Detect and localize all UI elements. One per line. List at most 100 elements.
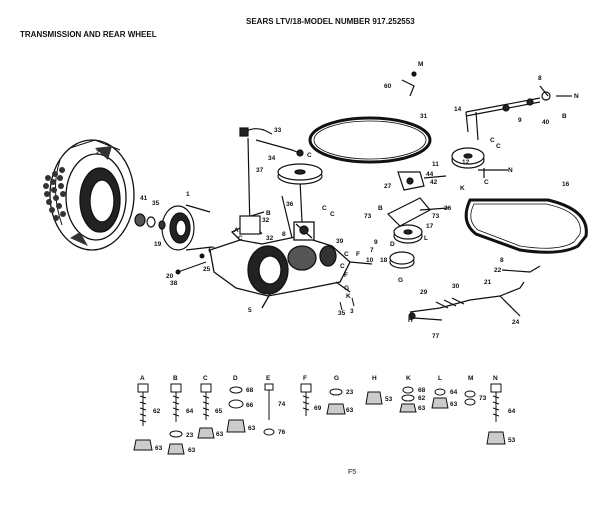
legend-letter-c: C bbox=[203, 375, 208, 382]
legend-h-part1: 53 bbox=[385, 396, 393, 403]
bracket-27 bbox=[397, 171, 447, 191]
rear-hub-assembly bbox=[134, 204, 213, 251]
callout-b-clutch: B bbox=[378, 205, 383, 212]
legend-l-part2: 63 bbox=[450, 401, 458, 408]
callout-20: 20 bbox=[166, 273, 174, 280]
callout-14: 14 bbox=[454, 106, 462, 113]
legend-k-part1: 68 bbox=[418, 387, 426, 394]
callout-26: 26 bbox=[444, 205, 452, 212]
hardware-c bbox=[197, 383, 215, 439]
legend-m-part1: 73 bbox=[479, 395, 487, 402]
legend-letter-h: H bbox=[372, 375, 377, 382]
hardware-g bbox=[326, 388, 346, 415]
legend-letter-m: M bbox=[468, 375, 473, 382]
hardware-n bbox=[486, 383, 506, 445]
callout-c-right: C bbox=[344, 251, 349, 258]
callout-25: 25 bbox=[203, 266, 211, 273]
callout-1: 1 bbox=[186, 191, 190, 198]
hardware-legend bbox=[133, 383, 506, 455]
rear-wheel-tire bbox=[49, 139, 135, 251]
callout-27: 27 bbox=[384, 183, 392, 190]
legend-letter-f: F bbox=[303, 375, 307, 382]
callout-21: 21 bbox=[484, 279, 492, 286]
belt-16 bbox=[464, 198, 588, 254]
callout-9b: 9 bbox=[374, 239, 378, 246]
callout-18: 18 bbox=[380, 257, 388, 264]
legend-n-part1: 64 bbox=[508, 408, 516, 415]
callout-c-top: C bbox=[307, 152, 312, 159]
legend-b-part2: 23 bbox=[186, 432, 194, 439]
hardware-l bbox=[431, 388, 449, 409]
callout-38: 38 bbox=[170, 280, 178, 287]
callout-32b: 32 bbox=[266, 235, 274, 242]
callout-17: 17 bbox=[426, 223, 434, 230]
callout-f: F bbox=[356, 251, 360, 258]
legend-letter-d: D bbox=[233, 375, 238, 382]
callout-8-right: 8 bbox=[538, 75, 542, 82]
legend-d-part3: 63 bbox=[248, 425, 256, 432]
legend-k-part2: 62 bbox=[418, 395, 426, 402]
transmission-housing bbox=[209, 221, 373, 309]
legend-letter-l: L bbox=[438, 375, 442, 382]
callout-k-p: K bbox=[460, 185, 465, 192]
shift-lever-assembly bbox=[239, 127, 304, 157]
pulley-37 bbox=[277, 163, 323, 185]
legend-n-part2: 53 bbox=[508, 437, 516, 444]
legend-e-part2: 76 bbox=[278, 429, 286, 436]
clutch-idler-73 bbox=[386, 197, 449, 269]
legend-letter-a: A bbox=[140, 375, 145, 382]
callout-c-p2: C bbox=[496, 143, 501, 150]
callout-10: 10 bbox=[366, 257, 374, 264]
legend-a-part2: 63 bbox=[155, 445, 163, 452]
callout-n-p: N bbox=[508, 167, 513, 174]
callout-40: 40 bbox=[542, 119, 550, 126]
drive-belt-31 bbox=[308, 116, 432, 164]
callout-73b: 73 bbox=[432, 213, 440, 220]
legend-c-part1: 65 bbox=[215, 408, 223, 415]
callout-c-low: C bbox=[340, 263, 345, 270]
legend-k-part3: 63 bbox=[418, 405, 426, 412]
callout-42: 42 bbox=[430, 179, 438, 186]
callout-n-top: N bbox=[574, 93, 579, 100]
callout-60: 60 bbox=[384, 83, 392, 90]
callout-8-rod: 8 bbox=[500, 257, 504, 264]
legend-l-part1: 64 bbox=[450, 389, 458, 396]
hardware-e bbox=[263, 383, 275, 436]
callout-g-clutch: G bbox=[398, 277, 403, 284]
model-title: SEARS LTV/18-MODEL NUMBER 917.252553 bbox=[246, 17, 415, 26]
callout-41: 41 bbox=[140, 195, 148, 202]
callout-22: 22 bbox=[494, 267, 502, 274]
callout-44: 44 bbox=[426, 171, 434, 178]
callout-33: 33 bbox=[274, 127, 282, 134]
callout-c-left: C bbox=[238, 235, 243, 242]
callout-29: 29 bbox=[420, 289, 428, 296]
hardware-h bbox=[365, 391, 383, 405]
callout-c-p1: C bbox=[490, 137, 495, 144]
hardware-m bbox=[464, 390, 476, 406]
legend-c-part2: 63 bbox=[216, 431, 224, 438]
callout-11: 11 bbox=[432, 161, 439, 168]
pulley-12-assembly bbox=[451, 147, 508, 178]
callout-16: 16 bbox=[562, 181, 570, 188]
callout-12: 12 bbox=[462, 159, 470, 166]
legend-letter-g: G bbox=[334, 375, 339, 382]
hardware-legend-parts: 62 63 64 23 63 65 63 68 66 63 74 76 69 2… bbox=[153, 387, 516, 454]
callout-36: 36 bbox=[286, 201, 294, 208]
hardware-k bbox=[399, 386, 417, 413]
callout-g-low: G bbox=[344, 285, 349, 292]
callout-2: 2 bbox=[96, 149, 100, 156]
callout-c-p3: C bbox=[484, 179, 489, 186]
callout-34: 34 bbox=[268, 155, 276, 162]
callout-73a: 73 bbox=[364, 213, 372, 220]
callout-l-clutch: L bbox=[424, 235, 428, 242]
callout-8-mid: 8 bbox=[282, 231, 286, 238]
callout-39: 39 bbox=[336, 238, 344, 245]
axle-pin bbox=[175, 246, 216, 275]
legend-d-part1: 68 bbox=[246, 387, 254, 394]
legend-b-part3: 63 bbox=[188, 447, 196, 454]
tire-tread-pattern bbox=[43, 146, 112, 246]
hardware-f bbox=[300, 383, 312, 416]
page-number: F5 bbox=[348, 469, 356, 476]
callout-h-rod: H bbox=[408, 317, 413, 324]
callout-5: 5 bbox=[248, 307, 252, 314]
